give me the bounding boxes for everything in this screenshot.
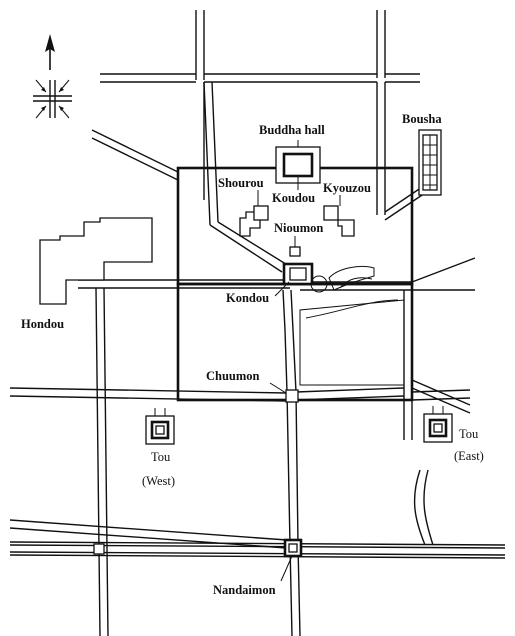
tou-west-note: (West) [142,474,176,488]
kondou-building [282,262,375,293]
buddha-hall-label: Buddha hall [259,123,325,137]
nioumon-label: Nioumon [274,221,324,235]
bousha-label: Bousha [402,112,442,126]
road-network [9,10,506,636]
bousha-building [418,129,442,196]
nandaimon-label: Nandaimon [213,583,276,597]
shourou-building [239,205,269,237]
nandaimon-gate [283,538,303,558]
tou-east-label: Tou [459,427,479,441]
kyouzou-building [323,205,355,237]
tou-east-note: (East) [454,449,484,463]
hondou-building [39,217,153,305]
kyouzou-label: Kyouzou [323,181,371,195]
west-road-marker [93,543,105,555]
hondou-label: Hondou [21,317,65,331]
leader-lines [257,140,341,582]
nioumon-gate [289,246,301,257]
north-arrow-icon [33,34,72,119]
koudou-label: Koudou [272,191,316,205]
tou-east-pagoda [423,406,453,443]
chuumon-gate [285,389,299,403]
tou-west-label: Tou [151,450,171,464]
chuumon-label: Chuumon [206,369,260,383]
shourou-label: Shourou [218,176,264,190]
tou-west-pagoda [145,408,175,445]
kondou-label: Kondou [226,291,270,305]
